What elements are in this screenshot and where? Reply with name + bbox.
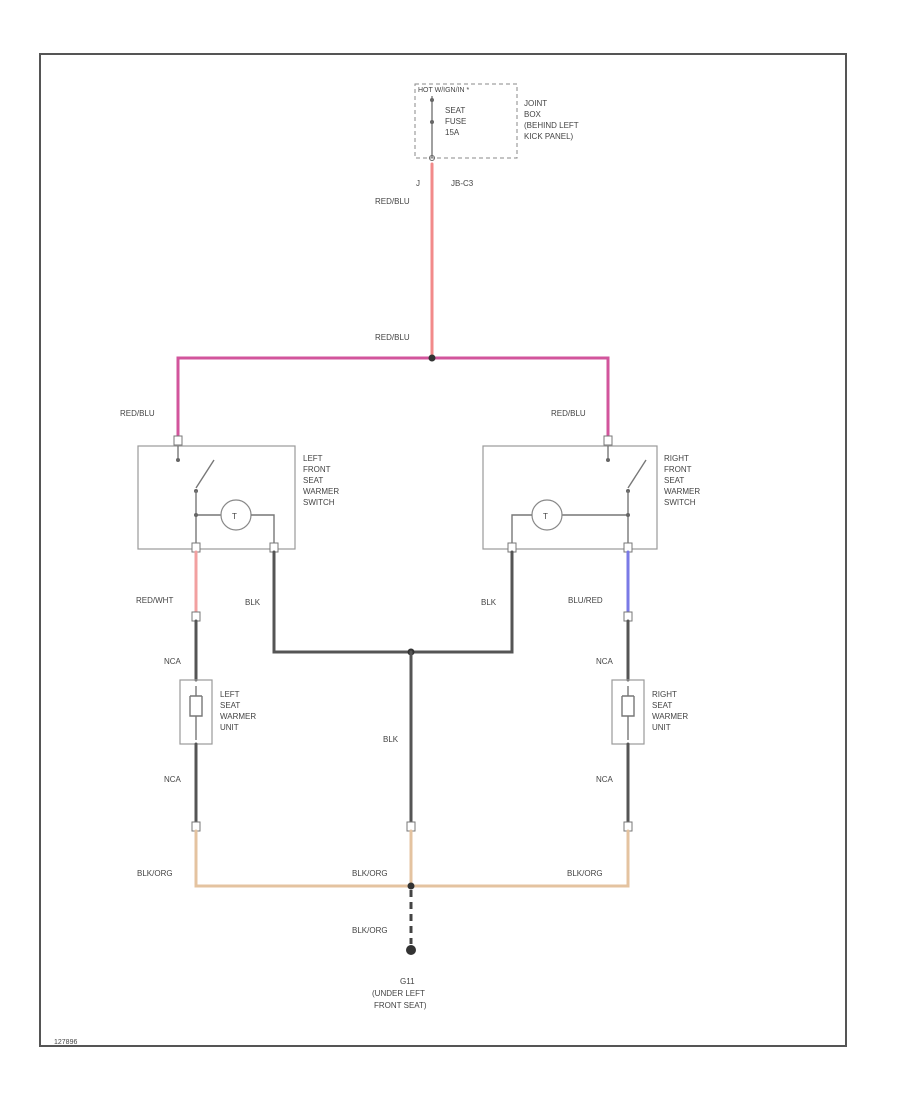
ground-point-location-2: FRONT SEAT) <box>374 1001 427 1010</box>
left-switch-label-3: SEAT <box>303 476 323 485</box>
right-switch-label-3: SEAT <box>664 476 684 485</box>
diagram-frame <box>39 53 847 1047</box>
right-switch-contact-top <box>606 458 610 462</box>
ground-point-location-1: (UNDER LEFT <box>372 989 425 998</box>
fuse-name-line-3: 15A <box>445 128 460 137</box>
left-output-label: RED/WHT <box>136 596 173 605</box>
left-unit-label-3: WARMER <box>220 712 256 721</box>
joint-box: HOT W/IGN/IN * SEAT FUSE 15A JOINT BOX (… <box>414 83 579 161</box>
right-unit-bottom-label: NCA <box>596 775 614 784</box>
fuse-name-line-2: FUSE <box>445 117 466 126</box>
right-seat-warmer-unit: NCA RIGHT SEAT WARMER UNIT NCA <box>596 611 688 832</box>
right-output-label: BLU/RED <box>568 596 603 605</box>
left-unit-label-2: SEAT <box>220 701 240 710</box>
connector-pin: J <box>416 179 420 188</box>
right-unit-heater-icon <box>621 686 635 717</box>
left-switch-label-2: FRONT <box>303 465 331 474</box>
right-thermostat-symbol: T <box>543 512 548 521</box>
ground-left-label: BLK/ORG <box>137 869 173 878</box>
left-switch-label-1: LEFT <box>303 454 323 463</box>
left-switch-box <box>137 445 296 550</box>
ground-right-label: BLK/ORG <box>567 869 603 878</box>
right-switch-pin-top <box>603 435 613 446</box>
joint-box-line-1: JOINT <box>524 99 547 108</box>
right-unit-label-2: SEAT <box>652 701 672 710</box>
right-switch-ground-label: BLK <box>481 598 497 607</box>
left-switch-arm <box>195 459 215 489</box>
joint-box-line-3: (BEHIND LEFT <box>524 121 579 130</box>
switch-ground-wire <box>272 550 514 654</box>
fuse-name-line-1: SEAT <box>445 106 465 115</box>
joint-box-line-2: BOX <box>524 110 542 119</box>
left-switch-ground-link <box>251 514 275 548</box>
left-switch-contact-top <box>176 458 180 462</box>
right-unit-label-4: UNIT <box>652 723 671 732</box>
feed-wire-label: RED/BLU <box>375 197 410 206</box>
right-switch-thermo-node <box>626 513 630 517</box>
figure-code: 127896 <box>54 1039 77 1046</box>
right-switch-label-2: FRONT <box>664 465 692 474</box>
left-unit-heater-icon <box>189 686 203 717</box>
ground-point-id: G11 <box>400 977 415 986</box>
right-feed-label: RED/BLU <box>551 409 586 418</box>
left-switch-label-4: WARMER <box>303 487 339 496</box>
left-seat-warmer-switch: T LEFT FRONT SEAT WARMER SWITCH <box>137 435 339 553</box>
connector-label: JB-C3 <box>451 179 474 188</box>
ground-drop-label: BLK/ORG <box>352 926 388 935</box>
ground-splice-lower <box>407 882 415 890</box>
left-switch-thermo-node <box>194 513 198 517</box>
right-switch-ground-link <box>511 514 532 548</box>
joint-box-outline <box>414 83 518 159</box>
right-switch-arm <box>627 459 647 489</box>
left-switch-pin-top <box>173 435 183 446</box>
right-unit-label-3: WARMER <box>652 712 688 721</box>
fuse-terminal-mid <box>430 120 434 124</box>
ground-center-label: BLK/ORG <box>352 869 388 878</box>
power-label: HOT W/IGN/IN * <box>418 87 469 94</box>
right-switch-label-4: WARMER <box>664 487 700 496</box>
right-unit-label-1: RIGHT <box>652 690 677 699</box>
right-switch-label-5: SWITCH <box>664 498 696 507</box>
right-seat-warmer-switch: T RIGHT FRONT SEAT WARMER SWITCH <box>482 435 700 553</box>
ground-point-symbol <box>406 945 416 955</box>
right-switch-box <box>482 445 658 550</box>
left-unit-label-1: LEFT <box>220 690 240 699</box>
left-thermostat-symbol: T <box>232 512 237 521</box>
left-seat-warmer-unit: NCA LEFT SEAT WARMER UNIT NCA <box>164 611 256 832</box>
right-switch-label-1: RIGHT <box>664 454 689 463</box>
fuse-terminal-bottom <box>429 155 435 161</box>
bus-wire <box>176 356 610 440</box>
bus-splice <box>428 354 436 362</box>
left-unit-top-label: NCA <box>164 657 182 666</box>
right-unit-top-label: NCA <box>596 657 614 666</box>
left-switch-ground-label: BLK <box>245 598 261 607</box>
left-feed-label: RED/BLU <box>120 409 155 418</box>
joint-box-line-4: KICK PANEL) <box>524 132 574 141</box>
left-unit-bottom-label: NCA <box>164 775 182 784</box>
center-ground-label: BLK <box>383 735 399 744</box>
left-switch-label-5: SWITCH <box>303 498 335 507</box>
left-unit-label-4: UNIT <box>220 723 239 732</box>
bus-center-label: RED/BLU <box>375 333 410 342</box>
fuse-terminal-top <box>430 98 434 102</box>
